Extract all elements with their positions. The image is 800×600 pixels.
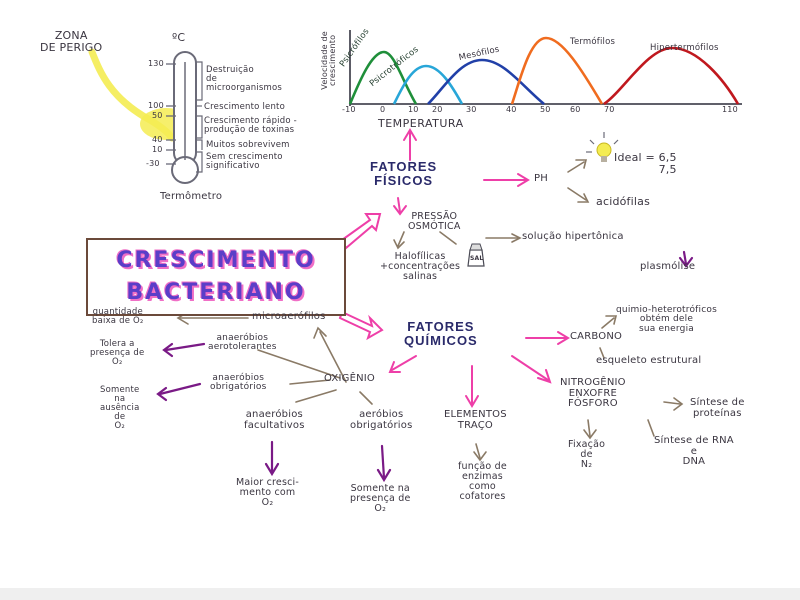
chart-tick-minus10: -10 <box>342 106 356 114</box>
node-ph: PH <box>534 174 548 185</box>
salt-label: SAL <box>470 256 483 262</box>
tick-50: 50 <box>152 112 163 120</box>
node-maior-crescimento: Maior cresci- mento com O₂ <box>236 478 299 508</box>
node-acidofilas: acidófilas <box>596 196 650 208</box>
node-funcao-enzimas: função de enzimas como cofatores <box>458 462 507 502</box>
chart-tick-60: 60 <box>570 106 581 114</box>
node-esqueleto-estrutural: esqueleto estrutural <box>596 356 701 367</box>
chart-tick-50: 50 <box>540 106 551 114</box>
curve-label-hipertermofilos: Hipertermófilos <box>650 44 719 53</box>
node-aerotolerantes: anaeróbios aerotolerantes <box>208 334 277 353</box>
node-carbono: CARBONO <box>570 332 622 343</box>
node-nitrogenio: NITROGÊNIO ENXOFRE FÓSFORO <box>560 378 626 410</box>
chart-axes <box>350 30 742 106</box>
tick-100: 100 <box>148 102 164 110</box>
tick-10: 10 <box>152 146 163 154</box>
chart-tick-40: 40 <box>506 106 517 114</box>
node-microaerofilos: microaerófilos <box>252 312 326 323</box>
title-line-2: BACTERIANO <box>88 280 344 305</box>
chart-tick-0: 0 <box>380 106 385 114</box>
chart-tick-10: 10 <box>408 106 419 114</box>
node-sintese-rna-dna: Síntese de RNA e DNA <box>654 436 734 468</box>
tick-130: 130 <box>148 60 164 68</box>
node-oxigenio: OXIGÊNIO <box>324 374 375 385</box>
node-solucao-hipertonica: solução hipertônica <box>522 232 624 243</box>
node-anaerobios-facultativos: anaeróbios facultativos <box>244 410 305 431</box>
node-quimio-heterotroficos: quimio-heterotróficos obtém dele sua ene… <box>616 306 717 334</box>
title-line-1: CRESCIMENTO <box>88 248 344 273</box>
chart-tick-20: 20 <box>432 106 443 114</box>
chart-tick-70: 70 <box>604 106 615 114</box>
tick-minus30: -30 <box>146 160 160 168</box>
node-plasmolise: plasmólise <box>640 262 695 273</box>
title-outline-arrows <box>340 214 382 338</box>
node-tolera-o2: Tolera a presença de O₂ <box>90 340 144 367</box>
chart-tick-30: 30 <box>466 106 477 114</box>
node-somente-presenca: Somente na presença de O₂ <box>350 484 411 514</box>
tick-40: 40 <box>152 136 163 144</box>
node-halofilicas: Halofílicas +concentrações salinas <box>380 252 460 282</box>
node-sintese-proteinas: Síntese de proteínas <box>690 398 745 419</box>
chart-tick-110: 110 <box>722 106 738 114</box>
curve-label-termofilos: Termófilos <box>570 38 615 47</box>
title-box: CRESCIMENTO BACTERIANO <box>86 238 346 316</box>
zone-label: ZONA DE PERIGO <box>40 30 102 53</box>
node-fatores-quimicos: FATORES QUÍMICOS <box>404 320 478 347</box>
unit-label: ºC <box>172 32 185 44</box>
note-no-growth: Sem crescimento significativo <box>206 153 283 171</box>
node-somente-ausencia: Somente na ausência de O₂ <box>100 386 140 431</box>
thermometer-caption: Termômetro <box>160 192 222 203</box>
chart-xlabel: TEMPERATURA <box>378 118 464 130</box>
node-anaerobios-obrigatorios: anaeróbios obrigatórios <box>210 374 266 393</box>
node-aerobios-obrigatorios: aeróbios obrigatórios <box>350 410 413 431</box>
node-ph-ideal: Ideal = 6,5 7,5 <box>614 152 677 175</box>
note-survive: Muitos sobrevivem <box>206 141 290 150</box>
note-slow-growth: Crescimento lento <box>204 103 285 112</box>
footer-bar <box>0 588 800 600</box>
node-fatores-fisicos: FATORES FÍSICOS <box>370 160 437 187</box>
note-destruction: Destruição de microorganismos <box>206 66 282 93</box>
node-elementos-traco: ELEMENTOS TRAÇO <box>444 410 507 431</box>
node-quantidade-baixa: quantidade baixa de O₂ <box>92 308 144 326</box>
chart-ylabel: Velocidade de crescimento <box>321 31 338 90</box>
node-fixacao-n2: Fixação de N₂ <box>568 440 605 470</box>
note-fast-growth: Crescimento rápido - produção de toxinas <box>204 117 297 135</box>
node-pressao-osmotica: PRESSÃO OSMÓTICA <box>408 212 461 232</box>
